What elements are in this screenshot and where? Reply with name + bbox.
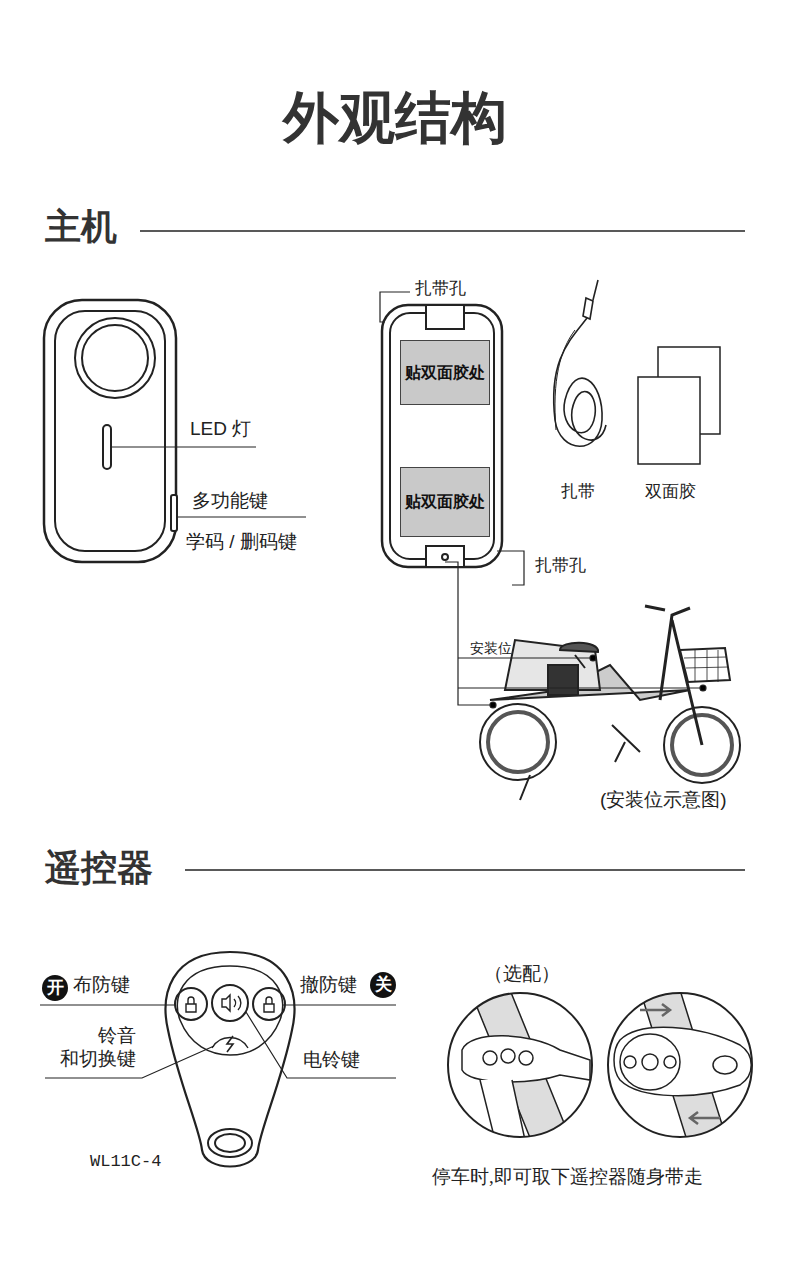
node-text: 关 <box>375 976 392 995</box>
part-label: 扎带 <box>561 482 595 502</box>
figure-caption: (安装位示意图) <box>600 789 727 812</box>
adhesive-area: 贴双面胶处 <box>400 467 490 537</box>
node-text: 贴双面胶处 <box>405 493 485 511</box>
key-badge: 开 <box>42 975 69 1002</box>
part-label: 扎带孔 <box>535 556 586 576</box>
model-number: WL11C-4 <box>90 1152 161 1172</box>
key-label: 电铃键 <box>303 1049 360 1072</box>
part-label: 学码 / 删码键 <box>186 531 297 554</box>
key-label: 布防键 <box>73 974 130 997</box>
section-heading: 遥控器 <box>45 846 153 889</box>
part-label: 扎带孔 <box>415 279 466 299</box>
part-label: 安装位 <box>470 640 512 657</box>
note: （选配） <box>484 963 560 986</box>
part-label: 多功能键 <box>192 490 268 513</box>
key-label: 铃音 和切换键 <box>36 1025 136 1071</box>
node-text: 贴双面胶处 <box>405 364 485 382</box>
note: 停车时,即可取下遥控器随身带走 <box>432 1166 703 1189</box>
part-label: LED 灯 <box>190 418 251 441</box>
key-label: 撤防键 <box>300 974 357 997</box>
adhesive-area: 贴双面胶处 <box>400 340 490 405</box>
node-text: 开 <box>47 979 64 998</box>
section-heading: 主机 <box>45 205 117 248</box>
page-title: 外观结构 <box>0 84 790 151</box>
part-label: 双面胶 <box>645 482 696 502</box>
key-badge: 关 <box>370 972 397 999</box>
